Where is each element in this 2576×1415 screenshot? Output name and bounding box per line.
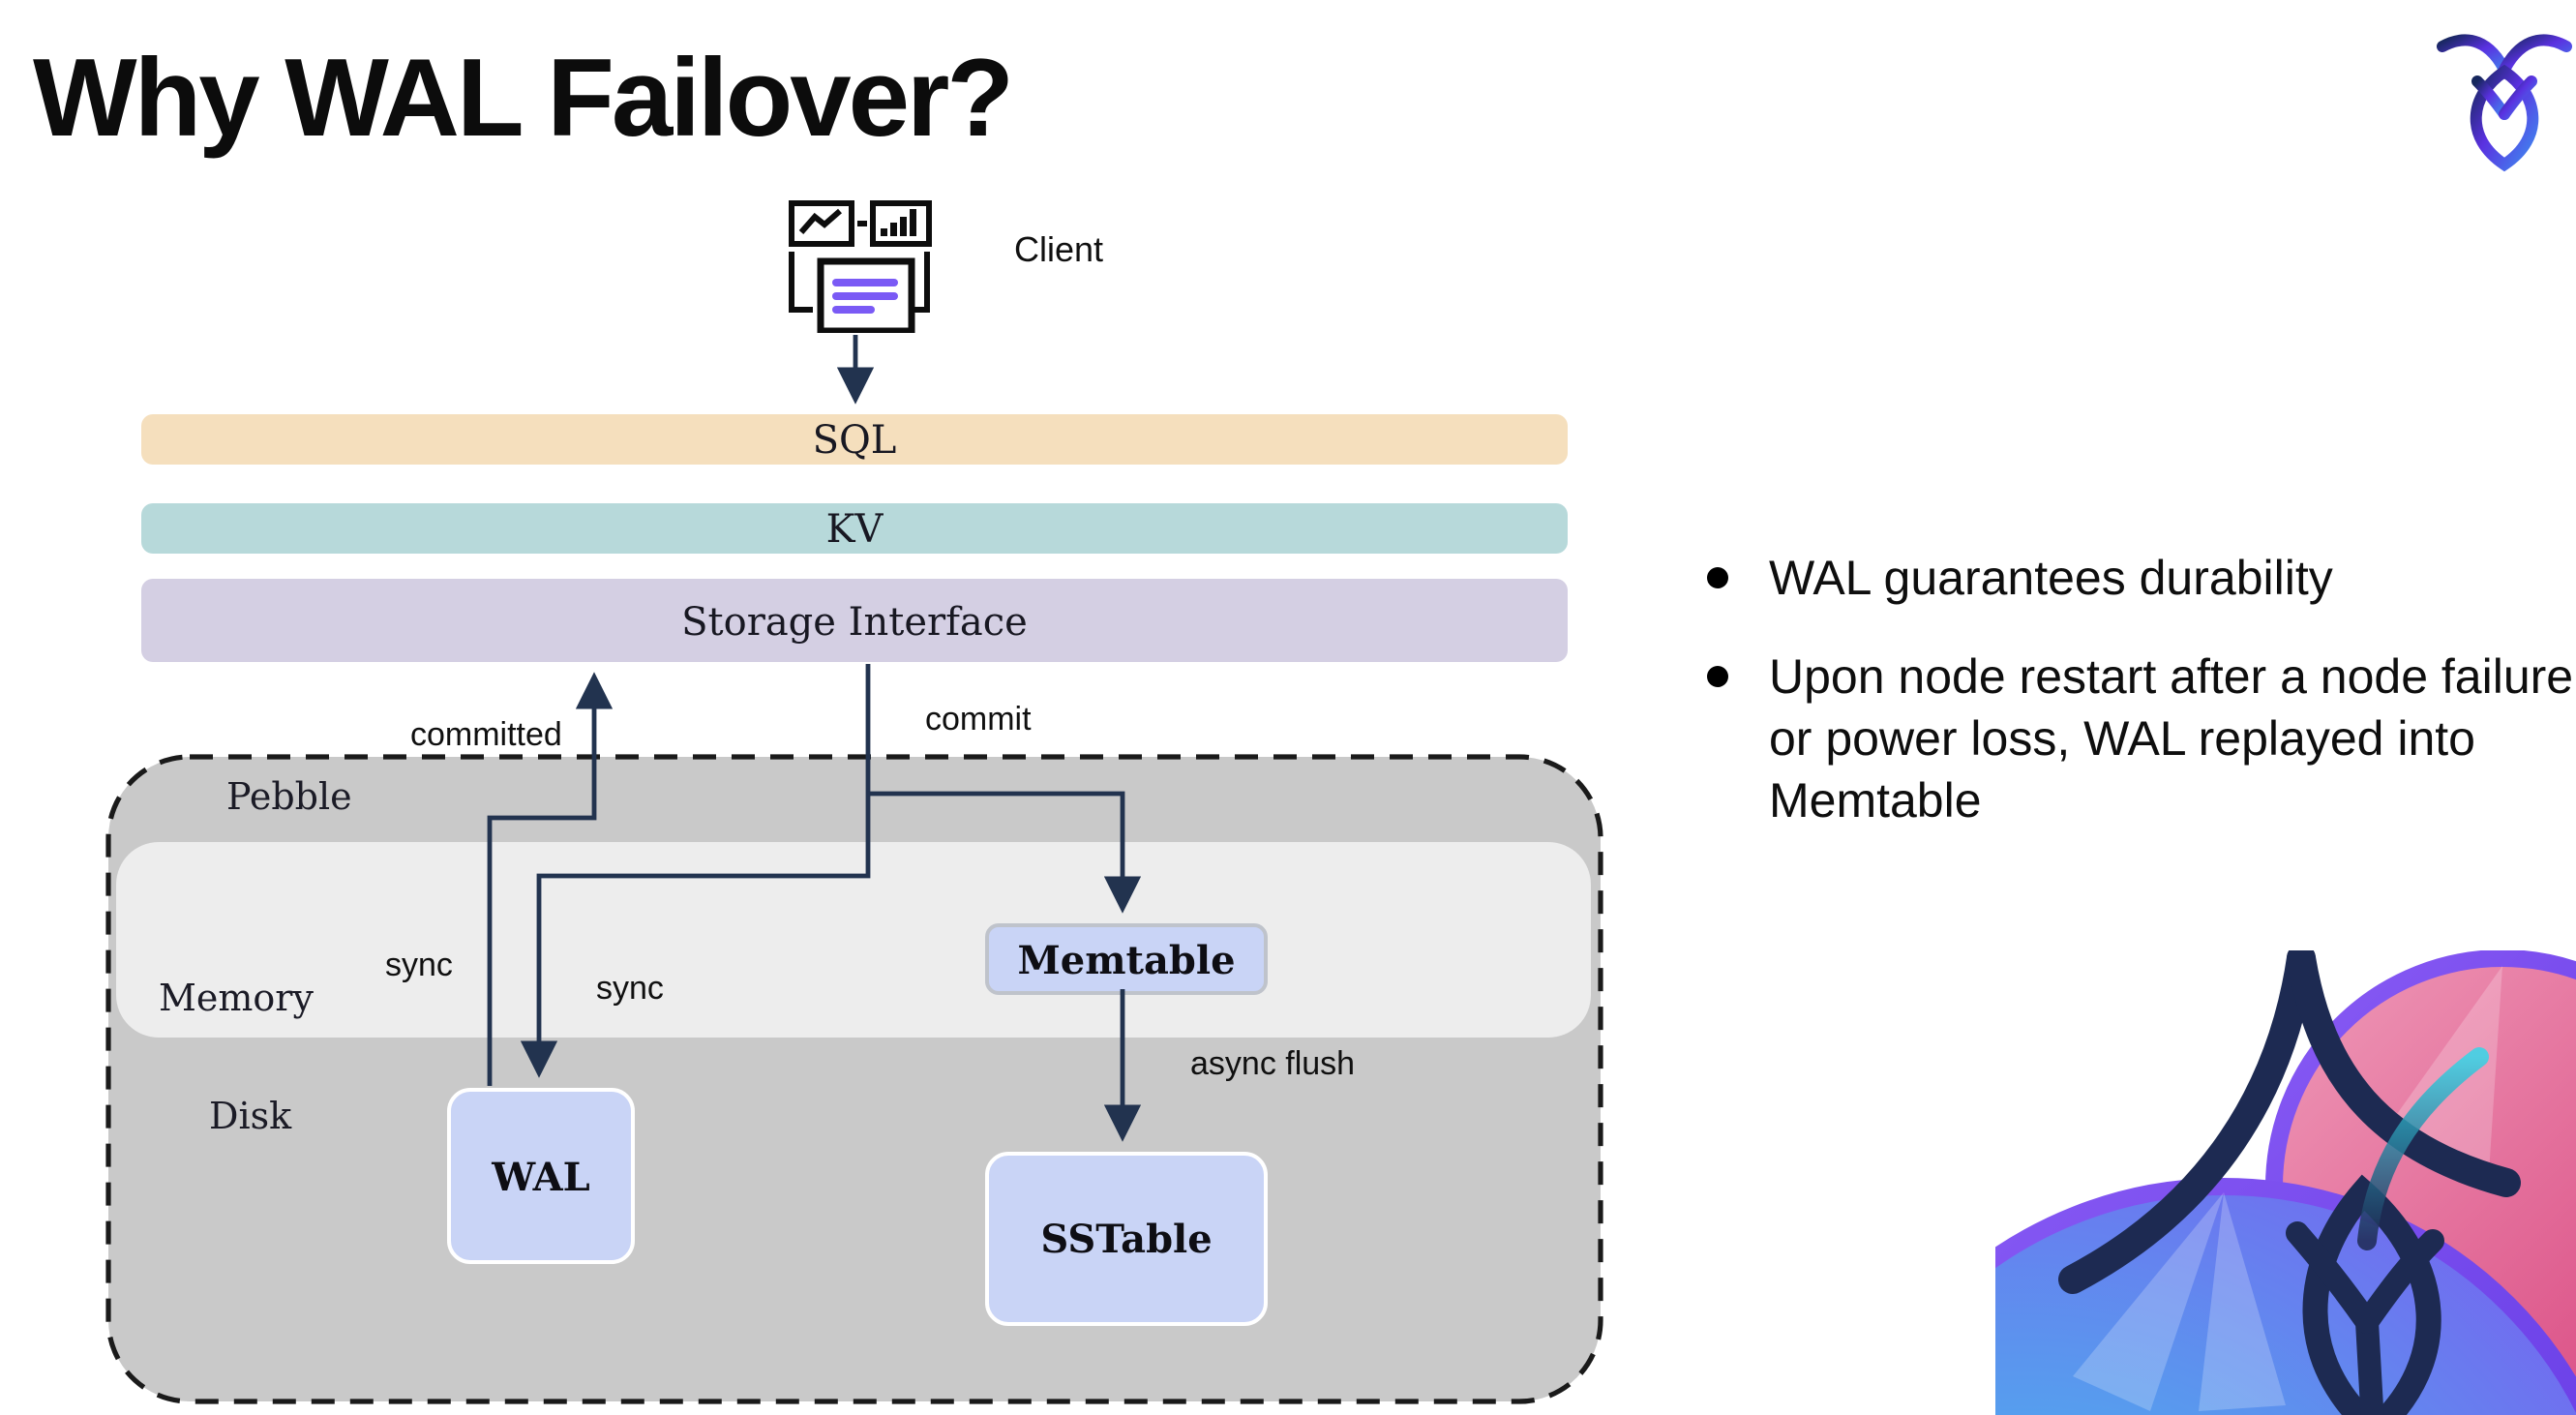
cockroachdb-logo: [2437, 34, 2572, 172]
art-teal-curve: [2357, 1047, 2489, 1250]
disk-label: Disk: [209, 1096, 292, 1138]
chart-bars-icon: [870, 200, 932, 247]
memory-label: Memory: [159, 978, 314, 1020]
bullet-text: Upon node restart after a node failure o…: [1769, 650, 2574, 828]
client-label: Client: [1014, 230, 1104, 269]
layer-label-sql: SQL: [812, 416, 897, 463]
memtable-label: Memtable: [1017, 936, 1236, 982]
chart-line-icon: [789, 200, 854, 247]
label-sync-right: sync: [596, 970, 664, 1007]
bullet-item: WAL guarantees durability: [1703, 548, 2576, 610]
memtable-node: Memtable: [985, 923, 1268, 995]
memory-band: [116, 842, 1591, 1038]
sstable-label: SSTable: [1040, 1216, 1213, 1262]
layer-bar-sql: SQL: [141, 414, 1568, 465]
label-async-flush: async flush: [1190, 1045, 1356, 1082]
label-committed: committed: [410, 716, 562, 753]
wal-label: WAL: [492, 1153, 590, 1199]
label-sync-left: sync: [385, 947, 453, 983]
client-icon: [789, 200, 932, 333]
bullet-item: Upon node restart after a node failure o…: [1703, 647, 2576, 832]
sstable-node: SSTable: [985, 1152, 1268, 1326]
page-title: Why WAL Failover?: [33, 37, 1014, 161]
left-bracket-icon: [789, 252, 813, 313]
wal-node: WAL: [447, 1088, 635, 1264]
brand-art: [1995, 950, 2576, 1415]
bullet-list: WAL guarantees durability Upon node rest…: [1703, 548, 2576, 869]
layer-bar-storage: Storage Interface: [141, 579, 1568, 662]
bullet-text: WAL guarantees durability: [1769, 552, 2333, 606]
layer-bar-kv: KV: [141, 503, 1568, 554]
label-commit: commit: [925, 701, 1032, 738]
pebble-label: Pebble: [226, 776, 352, 819]
layer-label-storage: Storage Interface: [681, 597, 1028, 644]
layer-label-kv: KV: [825, 505, 884, 552]
